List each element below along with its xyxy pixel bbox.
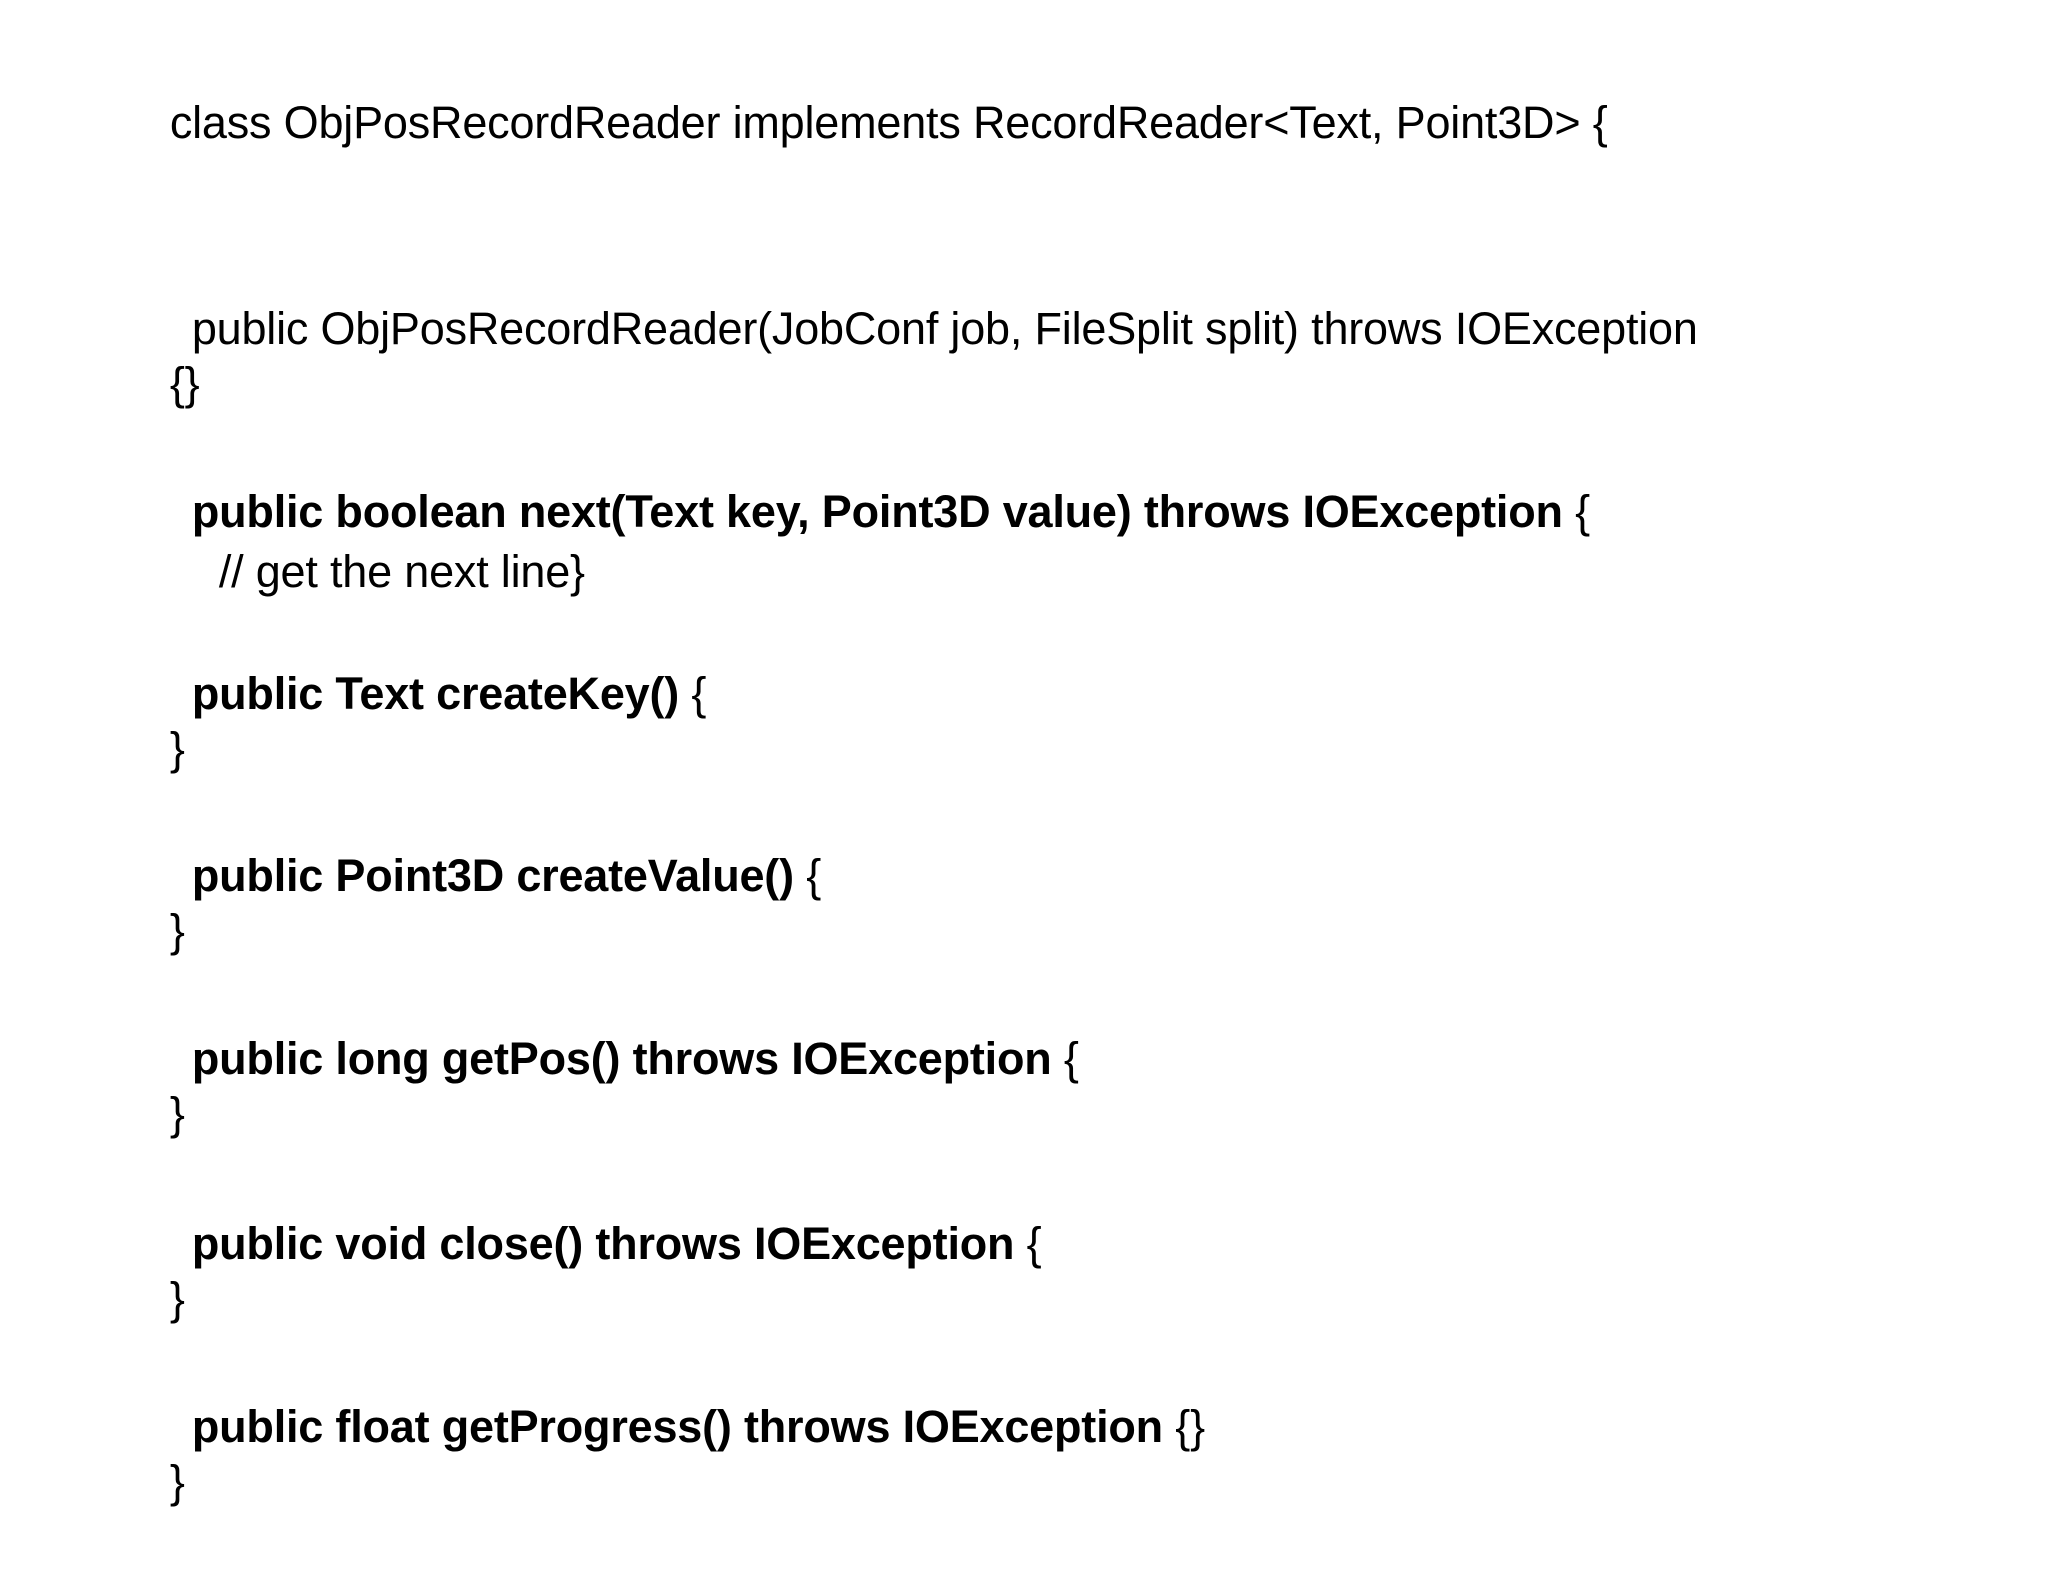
code-line-next-comment: // get the next line}: [145, 485, 585, 659]
code-text-bold: public Point3D createValue(): [191, 850, 794, 901]
code-text-regular: {: [1562, 486, 1590, 537]
code-text-bold: public long getPos() throws IOException: [191, 1033, 1052, 1084]
code-text-bold: public Text createKey(): [191, 668, 680, 719]
code-line-createkey-signature: public Text createKey() {: [118, 607, 707, 781]
code-line-class-declaration: class ObjPosRecordReader implements Reco…: [96, 36, 1608, 210]
code-text-regular: {: [793, 850, 822, 901]
code-text-bold: public float getProgress() throws IOExce…: [191, 1401, 1163, 1452]
code-text: }: [169, 723, 185, 774]
code-line-constructor: public ObjPosRecordReader(JobConf job, F…: [118, 242, 1698, 416]
code-line-getprogress-signature: public float getProgress() throws IOExce…: [118, 1340, 1205, 1514]
code-text: }: [169, 905, 185, 956]
code-text-bold: public void close() throws IOException: [191, 1218, 1015, 1269]
code-text: class ObjPosRecordReader implements Reco…: [169, 97, 1608, 148]
code-text-regular: {}: [1162, 1401, 1205, 1452]
code-line-class-close: }: [96, 1395, 185, 1569]
code-text-regular: {: [1014, 1218, 1042, 1269]
code-text: {}: [169, 358, 200, 409]
code-text-regular: {: [679, 668, 707, 719]
code-line-close-signature: public void close() throws IOException {: [118, 1157, 1042, 1331]
code-text: public ObjPosRecordReader(JobConf job, F…: [191, 303, 1698, 354]
code-text: }: [169, 1456, 185, 1507]
code-line-createkey-close: }: [96, 662, 185, 836]
code-line-getpos-close: }: [96, 1027, 185, 1201]
code-line-next-signature: public boolean next(Text key, Point3D va…: [118, 425, 1590, 599]
code-text: // get the next line}: [218, 546, 585, 597]
code-line-constructor-body: {}: [96, 297, 200, 471]
code-line-getpos-signature: public long getPos() throws IOException …: [118, 972, 1079, 1146]
code-line-close-close: }: [96, 1212, 185, 1386]
code-text: }: [169, 1088, 185, 1139]
code-line-createvalue-close: }: [96, 844, 185, 1018]
code-text-regular: {: [1051, 1033, 1079, 1084]
code-line-createvalue-signature: public Point3D createValue() {: [118, 789, 821, 963]
code-text: }: [169, 1273, 185, 1324]
code-slide: class ObjPosRecordReader implements Reco…: [96, 36, 1698, 1514]
code-text-bold: public boolean next(Text key, Point3D va…: [191, 486, 1563, 537]
